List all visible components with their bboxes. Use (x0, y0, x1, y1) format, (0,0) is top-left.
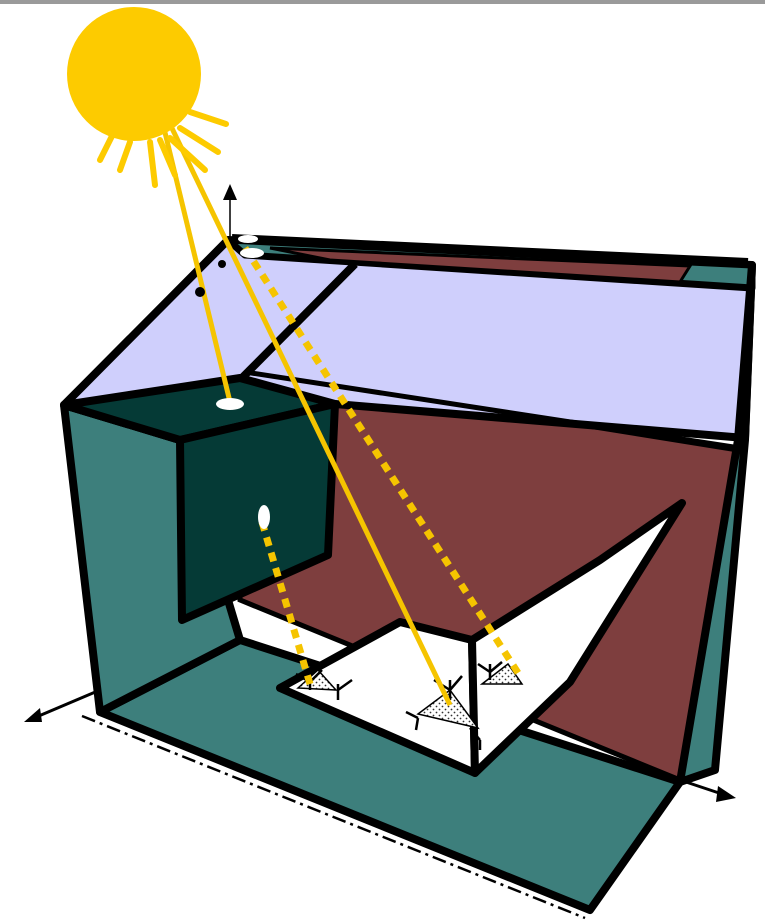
roof-ridge-strip (269, 246, 693, 284)
reflector-panel (468, 499, 686, 777)
top-border (0, 0, 765, 4)
sun-patch-2 (416, 688, 480, 730)
roof-bolts (195, 260, 226, 297)
ground-line (81, 714, 586, 920)
right-post (676, 261, 756, 786)
roof-eave (244, 369, 741, 451)
roof-rafter (237, 261, 358, 383)
shaft-front (176, 400, 339, 624)
light-spots (216, 235, 270, 529)
sun-icon (67, 7, 229, 188)
